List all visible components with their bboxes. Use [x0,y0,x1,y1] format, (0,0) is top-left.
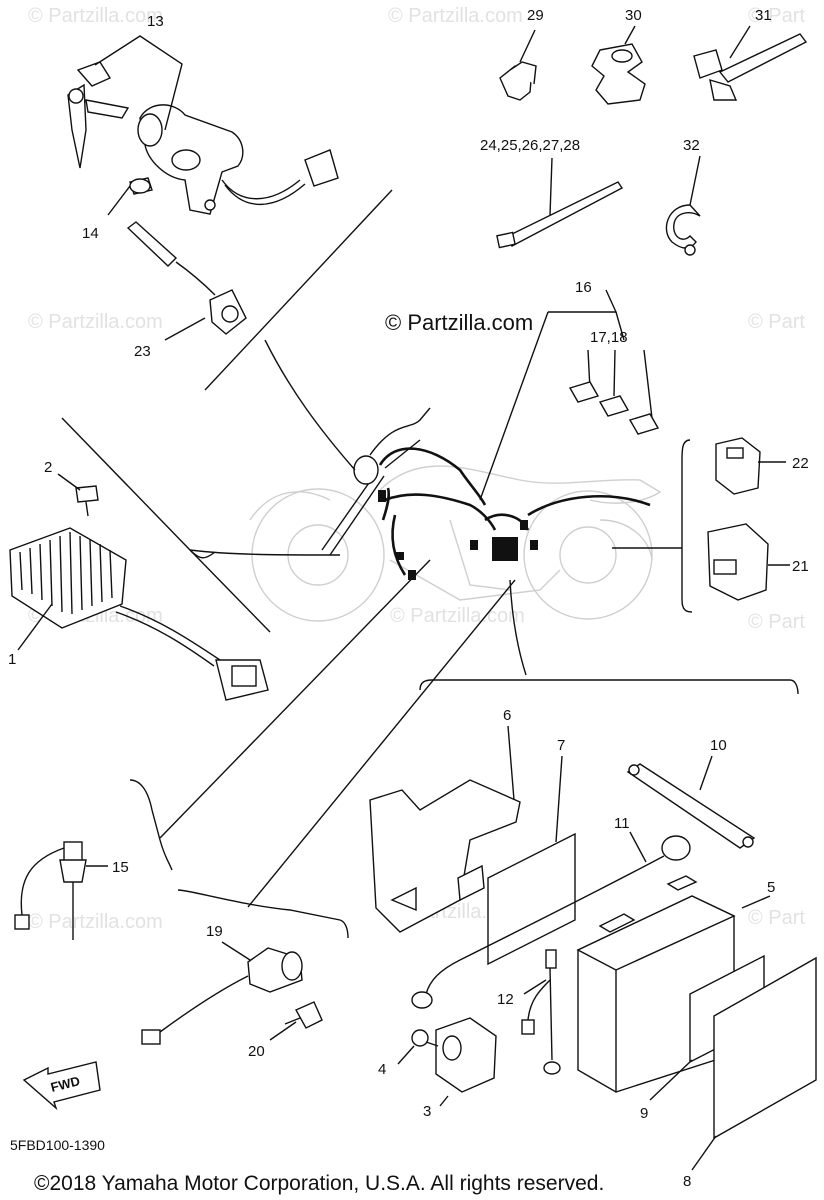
callout-8: 8 [683,1173,691,1190]
callout-3: 3 [423,1103,431,1120]
watermark-top-right: © Part [748,5,805,27]
callout-1: 1 [8,651,16,668]
watermark-bottom-right: © Part [748,907,805,929]
battery-location-marker [492,537,518,561]
part-19-sensor [159,947,303,1033]
part-2-bolt [75,485,99,517]
watermark-main: © Partzilla.com [385,310,533,335]
part-6-battery-case [369,779,521,933]
part-11-positive-cable [411,835,691,1009]
watermark-mid-left: © Partzilla.com [28,311,163,333]
part-30-clip [591,43,646,105]
part-10-battery-band [626,763,756,849]
part-8-pad [713,956,817,1140]
motorcycle-outline [249,407,662,622]
part-12-negative-cable [521,949,561,1075]
callout-23: 23 [134,343,151,360]
callout-5: 5 [767,879,775,896]
watermark-bottom-left: © Partzilla.com [28,911,163,933]
callout-32: 32 [683,137,700,154]
part-22-relay [715,437,761,495]
copyright-notice: ©2018 Yamaha Motor Corporation, U.S.A. A… [34,1172,604,1195]
part-23-seat-lock [126,221,247,335]
part-29-clip [499,61,537,101]
fwd-label: FWD [49,1073,81,1095]
part-1-rectifier-regulator [9,527,269,701]
watermark-top-center: © Partzilla.com [388,5,523,27]
callout-15: 15 [112,859,129,876]
part-31-cable-tie-holder [693,33,808,101]
part-21-relay [707,523,769,601]
part-4-bolt [411,1029,439,1047]
part-20-bolt [284,1001,323,1029]
part-17-18-fuses [568,381,660,435]
callout-31: 31 [755,7,772,24]
callout-16: 16 [575,279,592,296]
callout-29: 29 [527,7,544,24]
callout-9: 9 [640,1105,648,1122]
callout-14: 14 [82,225,99,242]
watermark-low-right: © Part [748,611,805,633]
callout-30: 30 [625,7,642,24]
callout-10: 10 [710,737,727,754]
callout-6: 6 [503,707,511,724]
watermark-low-center: © Partzilla.com [390,605,525,627]
callout-7: 7 [557,737,565,754]
part-24-28-cable-tie [496,181,624,249]
watermark-top-left: © Partzilla.com [28,5,163,27]
callout-12: 12 [497,991,514,1008]
callout-19: 19 [206,923,223,940]
callout-22: 22 [792,455,809,472]
callout-4: 4 [378,1061,386,1078]
callout-21: 21 [792,558,809,575]
part-15-switch [14,841,87,940]
callout-2: 2 [44,459,52,476]
callout-24-28: 24,25,26,27,28 [480,137,580,154]
callout-20: 20 [248,1043,265,1060]
fwd-arrow-icon: FWD [22,1061,101,1111]
watermark-mid-right: © Part [748,311,805,333]
callout-11: 11 [614,815,630,832]
part-7-pad [487,832,576,966]
ignition-switch-assembly [67,61,339,215]
callout-17-18: 17,18 [590,329,628,346]
part-3-starter-relay [435,1017,497,1093]
part-32-clamp [665,204,701,256]
callout-13: 13 [147,13,164,30]
diagram-code: 5FBD100-1390 [10,1137,105,1153]
